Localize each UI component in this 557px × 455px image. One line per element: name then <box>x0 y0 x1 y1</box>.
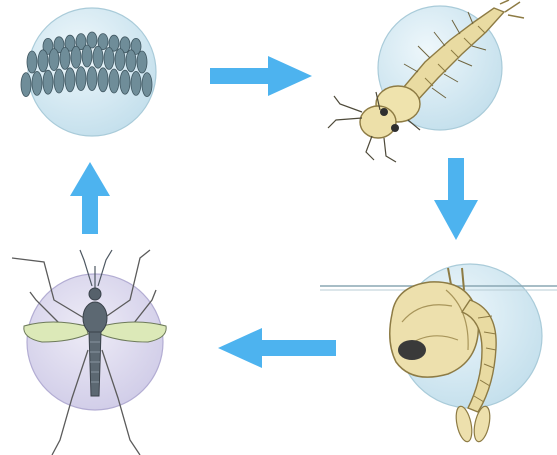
arrow-egg-to-larva <box>210 56 312 96</box>
egg <box>65 68 75 92</box>
egg <box>21 73 31 97</box>
pupa-icon <box>320 264 557 443</box>
arrow-larva-to-pupa <box>434 158 478 240</box>
arrow-adult-to-egg <box>70 162 110 234</box>
egg <box>137 51 147 73</box>
egg <box>126 50 136 72</box>
egg <box>142 73 152 97</box>
egg <box>27 51 37 73</box>
egg-raft-icon <box>21 8 156 136</box>
egg <box>93 46 103 68</box>
egg <box>38 50 48 72</box>
egg <box>43 70 53 94</box>
egg <box>104 47 114 69</box>
egg <box>131 71 141 95</box>
egg <box>71 46 81 68</box>
egg <box>82 45 92 67</box>
larva-icon <box>328 0 524 162</box>
egg <box>87 67 97 91</box>
egg <box>32 71 42 95</box>
egg <box>120 70 130 94</box>
egg <box>109 69 119 93</box>
arrow-pupa-to-adult <box>218 328 336 368</box>
egg <box>49 49 59 71</box>
egg <box>54 69 64 93</box>
egg <box>115 49 125 71</box>
egg <box>60 47 70 69</box>
adult-mosquito-icon <box>12 250 166 455</box>
egg <box>76 67 86 91</box>
egg <box>98 68 108 92</box>
